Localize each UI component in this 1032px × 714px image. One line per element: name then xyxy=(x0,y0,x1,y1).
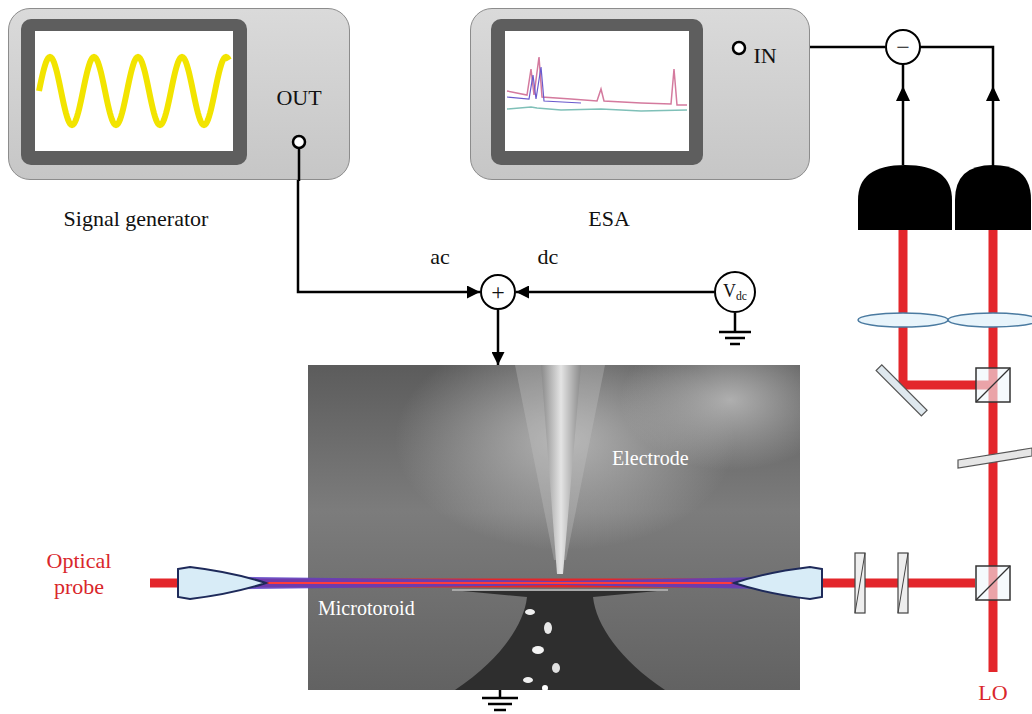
wave-plate-axis xyxy=(855,553,865,613)
beam-splitter xyxy=(976,566,1010,600)
wire-arrowhead xyxy=(896,86,910,101)
signal-label: ac xyxy=(420,244,460,270)
ground-wire xyxy=(734,313,737,332)
screen xyxy=(505,31,689,151)
photodetector xyxy=(955,165,1031,230)
part-name: Microtoroid xyxy=(318,595,468,621)
speckle xyxy=(532,646,544,654)
photodetector xyxy=(858,165,952,230)
instrument-box: Signal generatorOUT xyxy=(8,8,350,180)
fiber-holder xyxy=(178,567,266,599)
voltage-label: Vdc xyxy=(716,273,754,311)
wave-plate xyxy=(855,553,865,613)
subtractor-circle: − xyxy=(885,29,921,65)
ground-bar xyxy=(494,709,506,712)
signal-wire xyxy=(497,310,500,365)
detector-wire xyxy=(917,47,993,165)
microtoroid-body xyxy=(452,590,668,690)
ground-bar xyxy=(719,331,751,334)
signal-label: dc xyxy=(528,244,568,270)
signal-beam xyxy=(903,230,993,385)
microscope-photo xyxy=(308,365,800,690)
electrode-tip xyxy=(541,365,581,574)
ground-bar xyxy=(730,343,740,346)
speckle xyxy=(525,609,535,615)
spectrum-trace xyxy=(507,67,581,103)
detector-wire xyxy=(902,61,905,165)
mirror xyxy=(876,365,927,416)
wire-arrowhead xyxy=(986,86,1000,101)
output-port xyxy=(293,136,305,148)
spectrum-trace xyxy=(507,57,687,105)
port-label: OUT xyxy=(259,85,339,111)
signal-wire xyxy=(810,46,885,49)
speckle xyxy=(544,622,552,634)
screen xyxy=(35,31,233,151)
fiber-holder xyxy=(734,567,822,599)
input-port xyxy=(733,42,745,54)
port-wire xyxy=(298,148,301,181)
tapered-fiber xyxy=(180,576,820,590)
port-label: IN xyxy=(735,43,795,69)
beam-label: LO xyxy=(968,680,1018,706)
ground-symbol xyxy=(482,690,518,710)
beam-splitter-face xyxy=(976,566,1010,600)
screen-illustration xyxy=(471,9,811,181)
operator-sign: + xyxy=(482,276,514,308)
ground-bar xyxy=(725,337,745,340)
noise-trace xyxy=(507,107,687,111)
part-name: Electrode xyxy=(612,445,742,471)
lens xyxy=(948,313,1032,327)
adder-circle: + xyxy=(480,274,516,310)
instrument-name: ESA xyxy=(539,206,679,232)
screen-frame xyxy=(491,19,703,165)
signal-wire xyxy=(298,180,480,292)
fiber-light xyxy=(195,582,805,584)
speckle xyxy=(523,677,533,683)
wave-plate xyxy=(958,448,1032,468)
instrument-box: ESAIN xyxy=(470,8,810,180)
beam-splitter-face xyxy=(976,368,1010,402)
wave-plate xyxy=(898,553,908,613)
sine-wave xyxy=(39,57,229,125)
beam-splitter xyxy=(976,368,1010,402)
ground-bar xyxy=(482,697,518,700)
speckle xyxy=(542,685,548,690)
lens xyxy=(858,313,948,327)
operator-sign: − xyxy=(887,31,919,63)
signal-wire xyxy=(516,291,714,294)
beam-label: Optical probe xyxy=(20,548,138,600)
microscope-image: ElectrodeMicrotoroid xyxy=(308,365,800,690)
microtoroid-rim xyxy=(452,589,668,591)
wave-plate-axis xyxy=(898,553,908,613)
instrument-name: Signal generator xyxy=(31,206,241,232)
ground-bar xyxy=(488,703,512,706)
voltage-symbol: Vdc xyxy=(723,282,747,303)
voltage-source-circle: Vdc xyxy=(714,271,756,313)
speckle xyxy=(552,663,560,673)
lo-beam xyxy=(989,230,998,672)
ground-symbol xyxy=(719,313,751,344)
screen-frame xyxy=(21,19,247,165)
